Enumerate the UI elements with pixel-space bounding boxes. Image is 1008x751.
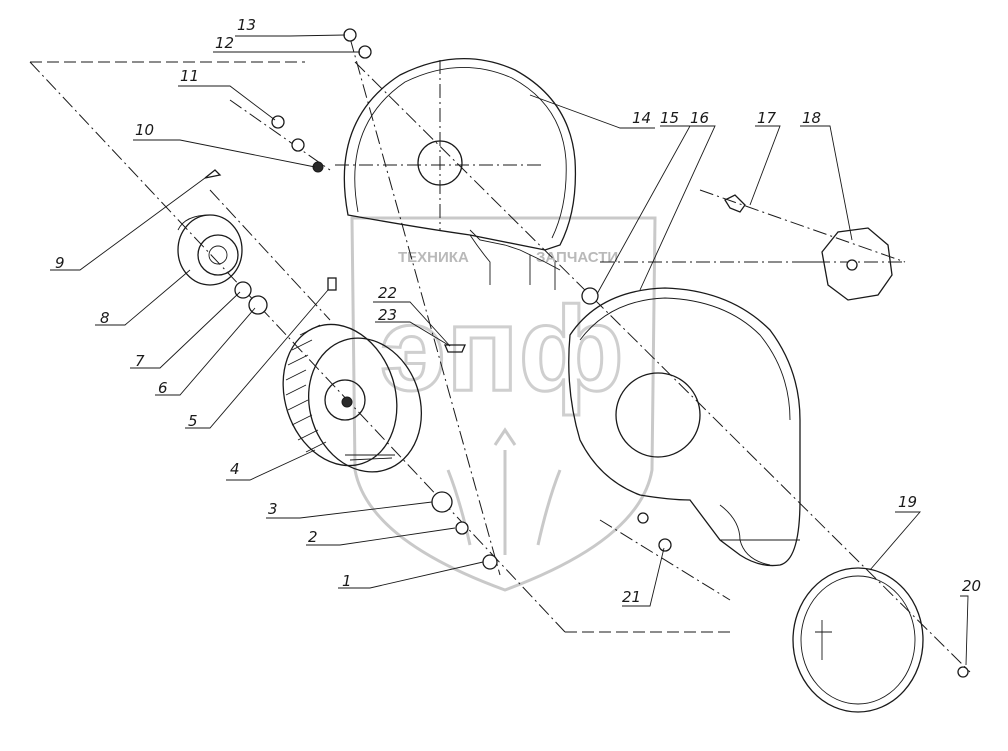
callout-5: 5 [188,412,198,430]
callout-15: 15 [660,109,679,127]
callout-21: 21 [622,588,641,606]
part-18-cover [805,227,900,301]
part-22-23-bracket [444,344,466,353]
part-17-clamp [724,194,746,213]
callout-23: 23 [378,306,397,324]
fan-impeller [282,323,423,473]
electric-motor [177,214,243,286]
callout-22: 22 [378,284,397,302]
callout-3: 3 [268,500,278,518]
callout-13: 13 [237,16,256,34]
leader-lines [50,34,969,666]
part-12-washer [358,45,372,59]
callout-12: 12 [215,34,234,52]
part-11-nut [271,115,285,129]
part-15-nut [581,287,599,305]
callout-16: 16 [690,109,709,127]
callout-17: 17 [757,109,777,127]
wheat-emblem-icon [446,427,562,555]
callout-2: 2 [308,528,318,546]
part-11-washer [291,138,305,152]
upper-housing-cover [343,58,577,290]
volute-fan-housing [568,287,801,567]
part-5-key [327,277,337,291]
part-2-washer [455,521,469,535]
callout-20: 20 [962,577,981,595]
callout-10: 10 [135,121,154,139]
callout-6: 6 [158,379,168,397]
part-3-washer [431,491,453,513]
part-7-washer [234,281,252,299]
callout-7: 7 [135,352,145,370]
part-20-screw [957,666,969,678]
callout-1: 1 [342,572,352,590]
callout-19: 19 [898,493,917,511]
part-19-inlet-ring [792,567,924,713]
callout-18: 18 [802,109,821,127]
callout-14: 14 [632,109,651,127]
part-1-bolt [482,554,498,570]
callout-9: 9 [55,254,65,272]
watermark-text-left: ТЕХНИКА [398,249,469,266]
part-21-nut [637,512,649,524]
small-fasteners [204,28,969,678]
callout-labels: 13 12 11 10 9 8 7 6 5 4 3 2 1 14 15 16 1… [55,16,981,606]
part-21-washer [658,538,672,552]
part-13-nut [343,28,357,42]
callout-11: 11 [180,67,199,85]
callout-8: 8 [100,309,110,327]
callout-4: 4 [230,460,240,478]
part-9-pin [204,169,222,179]
